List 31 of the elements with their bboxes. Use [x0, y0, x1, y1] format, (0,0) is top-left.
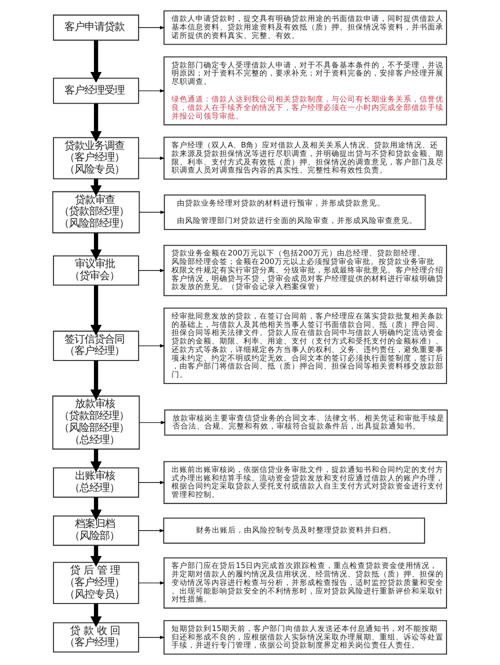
arrow: [90, 497, 102, 520]
arrow: [138, 210, 166, 214]
node-box: 放款审核 （贷款部经理） （风险部经理） （总经理）: [52, 396, 140, 450]
node-box: 贷款业务调查 （客户经理） （风险专员）: [52, 137, 140, 180]
arrow: [138, 528, 165, 532]
arrow: [90, 104, 102, 142]
node-box: 出账审核 （总经理）: [52, 467, 140, 498]
node-box: 贷 款 收 回 （客户经理）: [52, 622, 140, 653]
arrow: [90, 604, 102, 628]
node-box: 客户经理受理: [52, 78, 140, 104]
arrow: [138, 636, 165, 640]
arrow: [90, 449, 102, 472]
node-box: 档案归档 （风险部）: [52, 515, 140, 546]
node-box: 签订信贷合同 （客户经理）: [52, 330, 140, 361]
arrow: [138, 480, 165, 484]
arrow: [90, 360, 102, 400]
arrow: [138, 420, 166, 424]
arrow: [90, 40, 102, 83]
node-box: 贷 后 管 理 （客户经理） （风控专员）: [52, 562, 140, 604]
node-box: 审议审批 （贷审会）: [52, 255, 140, 286]
arrow: [90, 232, 102, 260]
arrow: [138, 581, 165, 585]
arrow: [138, 89, 165, 93]
arrow: [138, 268, 165, 272]
arrow: [90, 285, 102, 336]
arrow: [138, 344, 165, 348]
node-box: 客户申请贷款: [52, 14, 140, 41]
arrow: [138, 26, 165, 30]
arrow: [138, 156, 165, 160]
arrow: [90, 546, 102, 567]
node-box: 贷款审查 （贷款部经理） （风险部经理）: [52, 191, 140, 234]
